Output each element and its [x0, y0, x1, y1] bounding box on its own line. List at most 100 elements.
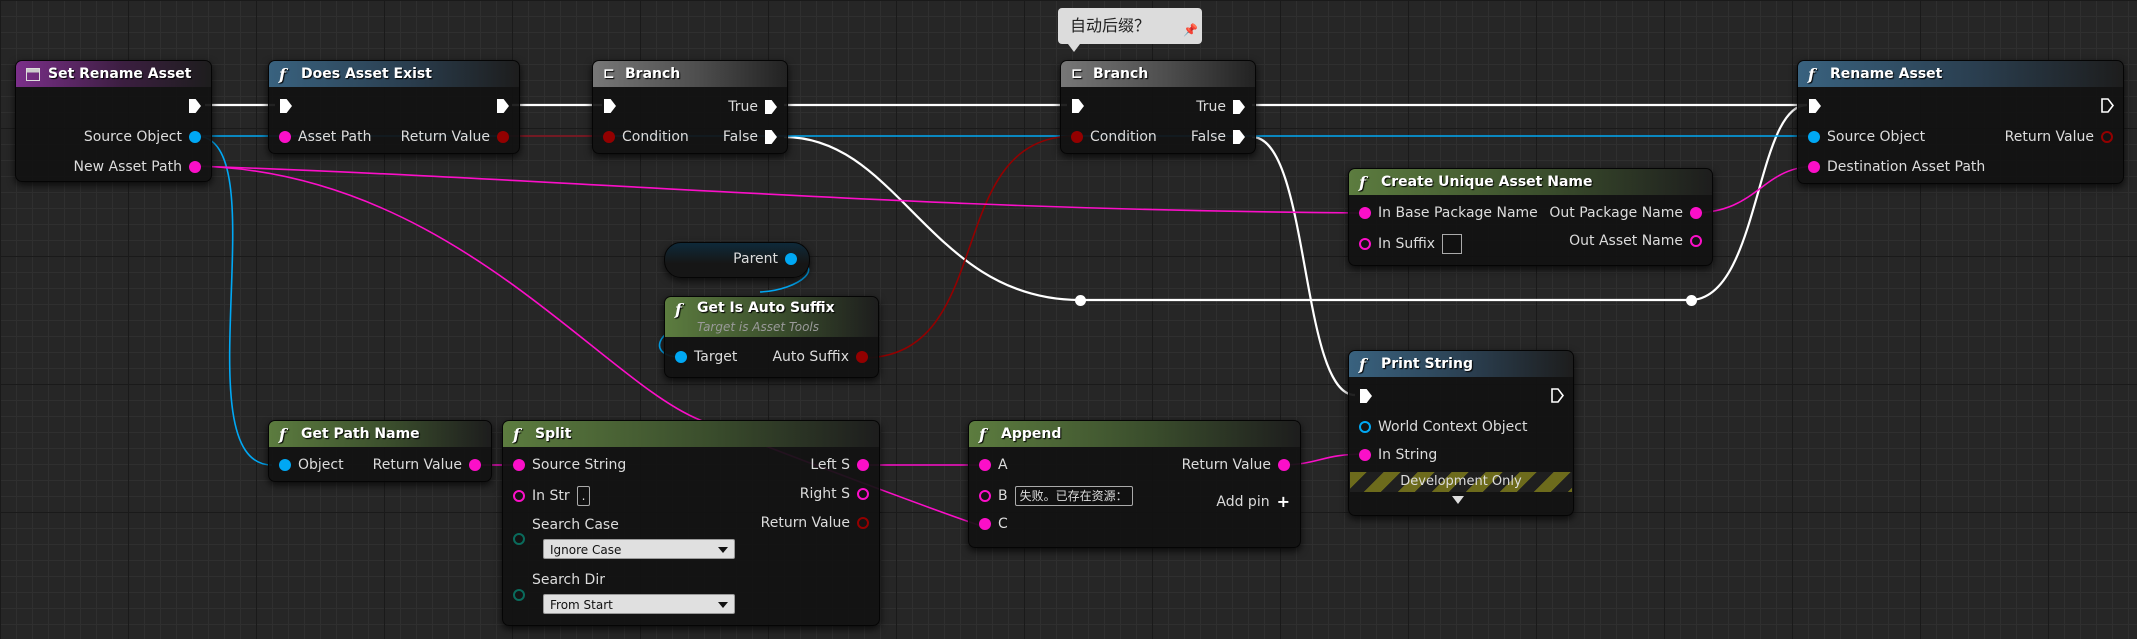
- comment-text: 自动后缀？: [1070, 16, 1151, 35]
- in-suffix-pin[interactable]: [1359, 238, 1371, 250]
- set-rename-asset-node[interactable]: Set Rename Asset Source Object New Asset…: [15, 60, 212, 182]
- function-icon: f: [279, 424, 286, 444]
- node-header[interactable]: f Get Path Name: [269, 421, 491, 447]
- in-string-pin[interactable]: [1359, 449, 1371, 461]
- in-suffix-row: In Suffix: [1359, 234, 1463, 254]
- node-title: Branch: [1093, 66, 1149, 82]
- search-case-pin[interactable]: [513, 533, 525, 545]
- destination-asset-path-row: Destination Asset Path: [1808, 159, 1992, 175]
- function-icon: f: [1359, 172, 1366, 192]
- return-value-pin[interactable]: [1278, 459, 1290, 471]
- exec-in-pin[interactable]: [1072, 99, 1084, 113]
- condition-pin[interactable]: [603, 131, 615, 143]
- reroute-node[interactable]: [1686, 295, 1697, 306]
- in-str-pin[interactable]: [513, 490, 525, 502]
- pin-label: B: [998, 488, 1008, 504]
- destination-asset-path-pin[interactable]: [1808, 161, 1820, 173]
- node-header[interactable]: f Split: [503, 421, 879, 447]
- pin-label: In String: [1378, 447, 1438, 463]
- get-path-name-node[interactable]: f Get Path Name Object Return Value: [268, 420, 492, 482]
- exec-in-pin[interactable]: [604, 99, 616, 113]
- node-header[interactable]: Set Rename Asset: [16, 61, 211, 87]
- pin-label: Search Dir: [532, 572, 605, 588]
- auto-suffix-pin[interactable]: [856, 351, 868, 363]
- out-package-name-pin[interactable]: [1690, 207, 1702, 219]
- does-asset-exist-node[interactable]: f Does Asset Exist Asset Path Return Val…: [268, 60, 520, 154]
- return-value-row: Return Value: [1175, 457, 1290, 473]
- asset-path-pin[interactable]: [279, 131, 291, 143]
- create-unique-asset-name-node[interactable]: f Create Unique Asset Name In Base Packa…: [1348, 168, 1713, 266]
- exec-out-pin[interactable]: [189, 99, 201, 113]
- return-value-pin[interactable]: [857, 517, 869, 529]
- source-object-pin[interactable]: [1808, 131, 1820, 143]
- left-s-pin[interactable]: [857, 459, 869, 471]
- node-title: Get Is Auto Suffix: [697, 300, 835, 316]
- rename-asset-node[interactable]: f Rename Asset Source Object Return Valu…: [1797, 60, 2124, 184]
- node-header[interactable]: f Print String: [1349, 351, 1573, 377]
- dropdown-value: From Start: [550, 598, 613, 612]
- node-header[interactable]: f Get Is Auto Suffix: [665, 297, 878, 337]
- exec-out-pin[interactable]: [2101, 98, 2114, 113]
- return-value-pin[interactable]: [469, 459, 481, 471]
- bool-wire: [861, 135, 1076, 359]
- search-dir-pin[interactable]: [513, 589, 525, 601]
- b-pin[interactable]: [979, 490, 991, 502]
- right-s-pin[interactable]: [857, 488, 869, 500]
- out-asset-name-pin[interactable]: [1690, 235, 1702, 247]
- pin-icon[interactable]: 📌: [1183, 23, 1198, 37]
- b-field[interactable]: 失败。已存在资源：: [1014, 486, 1133, 506]
- pin-label: In Suffix: [1378, 236, 1436, 252]
- split-node[interactable]: f Split Source String Left S In Str . Ri…: [502, 420, 880, 626]
- new-asset-path-pin[interactable]: [189, 161, 201, 173]
- node-header[interactable]: f Create Unique Asset Name: [1349, 169, 1712, 195]
- search-case-dropdown[interactable]: Ignore Case: [543, 539, 735, 559]
- node-header[interactable]: ⊏ Branch: [1061, 61, 1255, 87]
- node-title: Does Asset Exist: [301, 66, 432, 82]
- c-pin[interactable]: [979, 518, 991, 530]
- get-is-auto-suffix-node[interactable]: f Get Is Auto Suffix Target is Asset Too…: [664, 296, 879, 378]
- target-pin[interactable]: [675, 351, 687, 363]
- parent-variable-node[interactable]: Parent: [664, 242, 810, 278]
- world-context-object-pin[interactable]: [1359, 421, 1371, 433]
- source-object-pin[interactable]: [189, 131, 201, 143]
- add-pin-label: Add pin: [1216, 493, 1270, 510]
- in-base-package-name-pin[interactable]: [1359, 207, 1371, 219]
- true-exec-pin[interactable]: [765, 100, 777, 114]
- in-suffix-field[interactable]: [1442, 234, 1463, 254]
- exec-in-pin[interactable]: [1360, 389, 1372, 403]
- node-header[interactable]: f Does Asset Exist: [269, 61, 519, 87]
- in-str-field[interactable]: .: [576, 486, 591, 506]
- out-package-name-row: Out Package Name: [1542, 205, 1702, 221]
- comment-bubble[interactable]: 自动后缀？ 📌: [1058, 8, 1202, 52]
- branch-node[interactable]: ⊏ Branch True Condition False: [1060, 60, 1256, 154]
- return-value-pin[interactable]: [497, 131, 509, 143]
- chevron-down-icon[interactable]: [1452, 496, 1464, 504]
- branch-node[interactable]: ⊏ Branch True Condition False: [592, 60, 788, 154]
- exec-in-pin[interactable]: [280, 99, 292, 113]
- object-pin[interactable]: [279, 459, 291, 471]
- exec-out-pin[interactable]: [1551, 388, 1564, 403]
- condition-pin[interactable]: [1071, 131, 1083, 143]
- source-string-pin[interactable]: [513, 459, 525, 471]
- false-exec-pin[interactable]: [765, 130, 777, 144]
- exec-in-pin[interactable]: [1809, 99, 1821, 113]
- node-header[interactable]: f Rename Asset: [1798, 61, 2123, 87]
- node-title: Get Path Name: [301, 426, 420, 442]
- exec-out-pin[interactable]: [497, 99, 509, 113]
- false-exec-pin[interactable]: [1233, 130, 1245, 144]
- source-object-row: Source Object: [77, 129, 201, 145]
- plus-icon[interactable]: +: [1276, 492, 1290, 511]
- pin-label: Object: [298, 457, 344, 473]
- node-header[interactable]: f Append: [969, 421, 1300, 447]
- reroute-node[interactable]: [1075, 295, 1086, 306]
- variable-label: Parent: [733, 251, 778, 267]
- true-exec-pin[interactable]: [1233, 100, 1245, 114]
- search-dir-dropdown[interactable]: From Start: [543, 594, 735, 614]
- parent-pin[interactable]: [785, 253, 797, 265]
- print-string-node[interactable]: f Print String World Context Object In S…: [1348, 350, 1574, 516]
- a-pin[interactable]: [979, 459, 991, 471]
- return-value-pin[interactable]: [2101, 131, 2113, 143]
- append-node[interactable]: f Append A Return Value B 失败。已存在资源： Add …: [968, 420, 1301, 548]
- node-header[interactable]: ⊏ Branch: [593, 61, 787, 87]
- add-pin-row[interactable]: Add pin +: [1209, 492, 1290, 511]
